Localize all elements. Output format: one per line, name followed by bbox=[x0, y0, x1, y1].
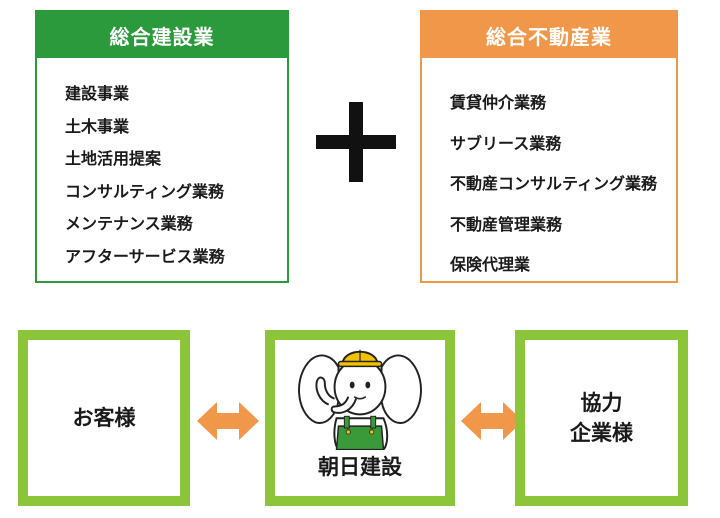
realestate-panel-title: 総合不動産業 bbox=[422, 12, 676, 58]
partner-box: 協力 企業様 bbox=[515, 330, 688, 506]
construction-service-item: 土木事業 bbox=[65, 116, 130, 136]
company-box: 朝日建設 bbox=[265, 330, 455, 506]
construction-service-item: 建設事業 bbox=[65, 84, 130, 103]
realestate-service-item: 賃貸仲介業務 bbox=[450, 93, 547, 112]
construction-service-item: コンサルティング業務 bbox=[65, 181, 225, 201]
construction-panel: 総合建設業 建設事業 土木事業 土地活用提案 コンサルティング業務 メンテナンス… bbox=[35, 10, 289, 283]
construction-service-list: 建設事業 土木事業 土地活用提案 コンサルティング業務 メンテナンス業務 アフタ… bbox=[37, 58, 287, 273]
double-arrow-icon bbox=[461, 402, 523, 440]
realestate-service-item: 不動産管理業務 bbox=[450, 214, 563, 234]
realestate-service-item: 不動産コンサルティング業務 bbox=[450, 174, 658, 193]
realestate-service-list: 賃貸仲介業務 サブリース業務 不動産コンサルティング業務 不動産管理業務 保険代… bbox=[422, 58, 676, 286]
partner-label-line: 企業様 bbox=[570, 421, 633, 445]
partner-label-line: 協力 bbox=[580, 390, 623, 415]
partner-label: 協力 企業様 bbox=[570, 388, 633, 449]
plus-icon bbox=[316, 102, 396, 182]
construction-service-item: 土地活用提案 bbox=[65, 149, 162, 168]
realestate-service-item: サブリース業務 bbox=[450, 133, 562, 153]
customer-box: お客様 bbox=[18, 330, 190, 506]
double-arrow-icon bbox=[197, 402, 259, 440]
company-name: 朝日建設 bbox=[318, 454, 402, 479]
customer-label: お客様 bbox=[72, 405, 136, 430]
realestate-panel: 総合不動産業 賃貸仲介業務 サブリース業務 不動産コンサルティング業務 不動産管… bbox=[420, 10, 678, 283]
elephant-mascot-icon bbox=[298, 349, 422, 450]
realestate-service-item: 保険代理業 bbox=[450, 255, 531, 274]
construction-panel-title: 総合建設業 bbox=[37, 12, 287, 58]
construction-service-item: メンテナンス業務 bbox=[65, 214, 193, 233]
construction-service-item: アフターサービス業務 bbox=[65, 246, 225, 266]
